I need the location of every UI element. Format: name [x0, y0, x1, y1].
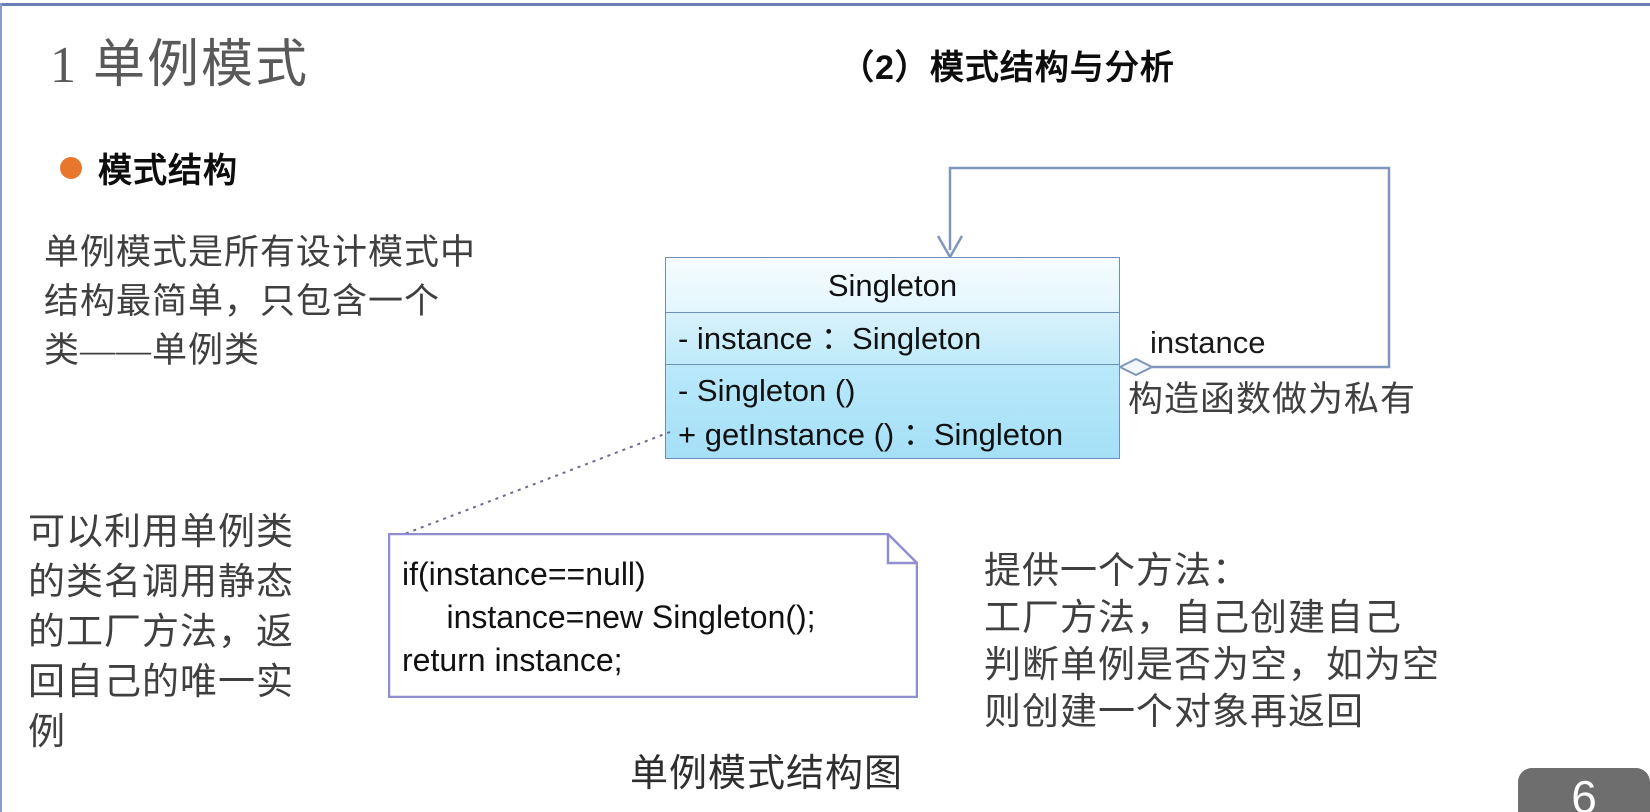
paragraph-left-bottom: 可以利用单例类 的类名调用静态 的工厂方法，返 回自己的唯一实 例 [28, 512, 294, 753]
uml-operations: - Singleton () + getInstance () ：Singlet… [666, 365, 1119, 458]
page-title: 1 单例模式 [50, 37, 310, 94]
uml-class-name: Singleton [666, 258, 1119, 313]
note-code-text: if(instance==null) instance=new Singleto… [402, 556, 816, 678]
uml-operation-getinstance: + getInstance () ：Singleton [678, 417, 1064, 452]
note-shape [388, 533, 918, 698]
bullet-dot-icon [60, 156, 82, 179]
slide-left-border [0, 3, 2, 812]
uml-operation-constructor: - Singleton () [678, 373, 856, 408]
diagram-caption: 单例模式结构图 [630, 753, 904, 795]
section-heading: （2）模式结构与分析 [840, 49, 1175, 87]
uml-attribute-instance: - instance ：Singleton [666, 313, 1119, 365]
note-leader-line [393, 431, 671, 539]
slide-top-border [0, 3, 1650, 6]
bullet-heading: 模式结构 [60, 143, 238, 192]
paragraph-private-constructor: 构造函数做为私有 [1128, 380, 1417, 419]
uml-note-code: if(instance==null) instance=new Singleto… [388, 533, 918, 698]
paragraph-right-bottom: 提供一个方法： 工厂方法，自己创建自己 判断单例是否为空，如为空 则创建一个对象… [984, 551, 1440, 733]
bullet-heading-label: 模式结构 [98, 152, 238, 190]
paragraph-intro: 单例模式是所有设计模式中 结构最简单，只包含一个 类——单例类 [44, 233, 477, 370]
association-role-label: instance [1150, 325, 1266, 360]
page-number-badge: 6 [1518, 768, 1650, 812]
uml-class-singleton: Singleton - instance ：Singleton - Single… [665, 257, 1120, 459]
